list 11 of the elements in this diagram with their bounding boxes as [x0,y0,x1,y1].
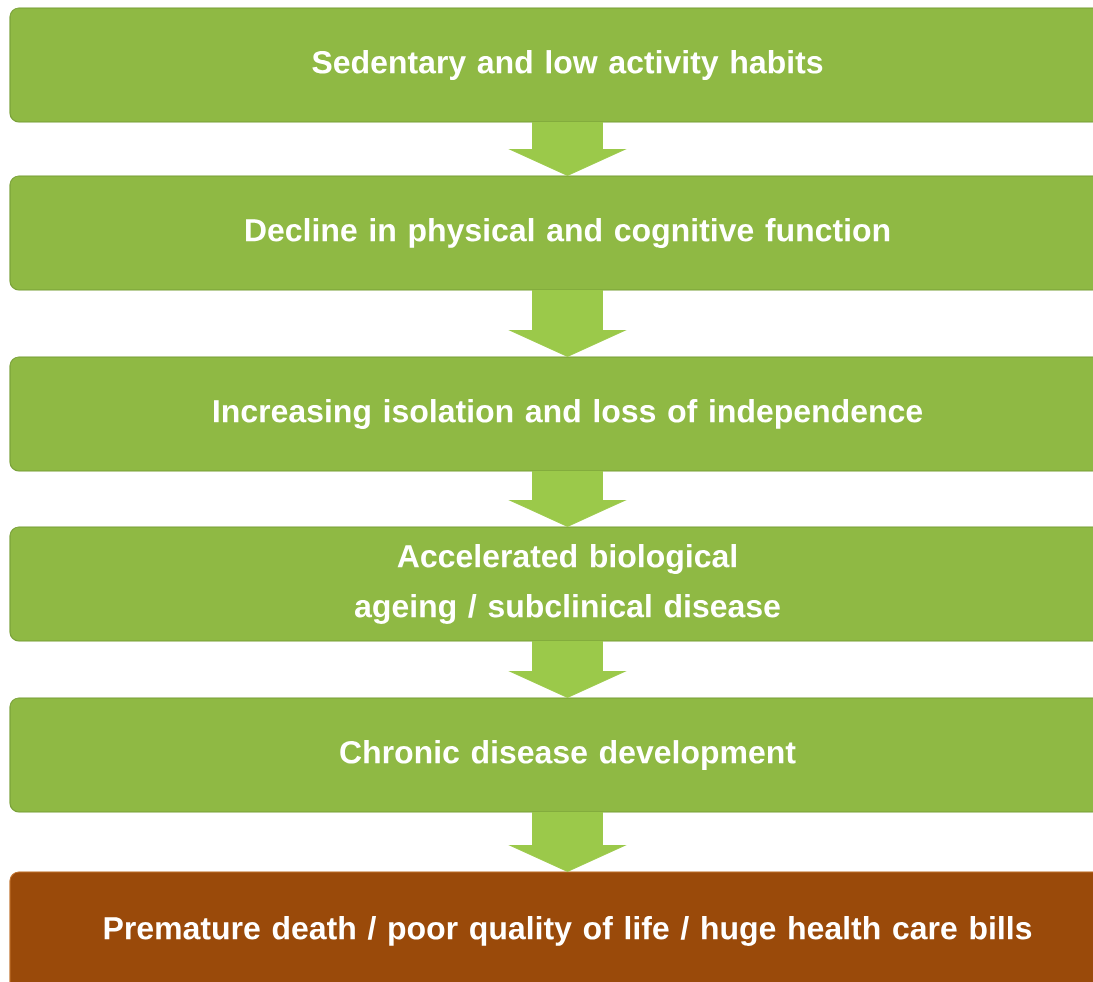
process-box: Increasing isolation and loss of independence [9,356,1093,472]
block-arrow [510,471,625,527]
block-arrow [510,812,625,872]
block-arrow [510,122,625,176]
process-box: Chronic disease development [9,697,1093,813]
process-box: Premature death / poor quality of life / huge health care bills [9,871,1093,982]
process-box: Decline in physical and cognitive function [9,175,1093,291]
block-arrow [510,290,625,357]
process-box: Sedentary and low activity habits [9,7,1093,123]
block-arrow [510,641,625,698]
process-box: Accelerated biological ageing / subclinical disease [9,526,1093,642]
